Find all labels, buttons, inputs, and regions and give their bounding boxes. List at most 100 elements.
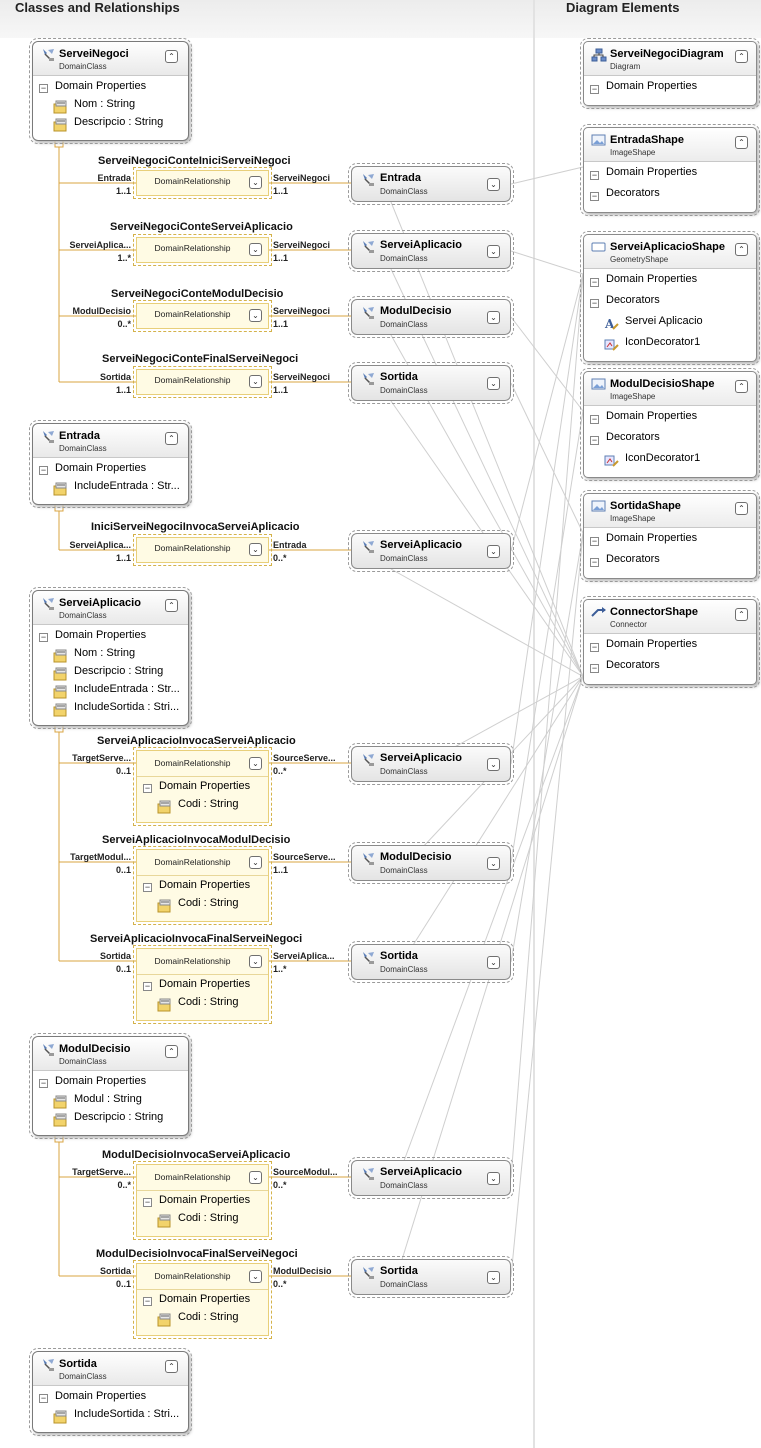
collapse-section-icon[interactable]: − <box>590 84 599 94</box>
collapse-toggle[interactable]: ⌃ <box>165 1045 178 1058</box>
decorators-section[interactable]: −Decorators <box>584 431 756 452</box>
domain-properties-section[interactable]: −Domain Properties <box>584 638 756 659</box>
expand-toggle[interactable]: ⌄ <box>487 956 500 969</box>
domain-properties-section[interactable]: −Domain Properties <box>584 410 756 431</box>
collapse-section-icon[interactable]: − <box>590 536 599 546</box>
expand-toggle[interactable]: ⌄ <box>249 955 262 968</box>
expand-toggle[interactable]: ⌄ <box>487 311 500 324</box>
decorator-item[interactable]: IconDecorator1 <box>584 452 756 473</box>
domain-property[interactable]: IncludeEntrada : Str... <box>33 683 188 701</box>
expand-toggle[interactable]: ⌄ <box>249 856 262 869</box>
collapse-toggle[interactable]: ⌃ <box>735 243 748 256</box>
expand-toggle[interactable]: ⌄ <box>487 857 500 870</box>
collapse-section-icon[interactable]: − <box>39 1078 48 1088</box>
expand-toggle[interactable]: ⌄ <box>487 178 500 191</box>
collapse-toggle[interactable]: ⌃ <box>165 599 178 612</box>
collapse-section-icon[interactable]: − <box>143 1197 152 1207</box>
domain-property[interactable]: Descripcio : String <box>33 665 188 683</box>
domain-properties-section[interactable]: −Domain Properties <box>33 629 188 647</box>
expand-toggle[interactable]: ⌄ <box>487 377 500 390</box>
collapse-toggle[interactable]: ⌃ <box>735 136 748 149</box>
domain-properties-section[interactable]: −Domain Properties <box>33 1390 188 1408</box>
domain-properties-section[interactable]: −Domain Properties <box>33 1075 188 1093</box>
collapse-section-icon[interactable]: − <box>590 663 599 673</box>
domain-property[interactable]: Codi : String <box>137 897 268 915</box>
expand-toggle[interactable]: ⌄ <box>249 176 262 189</box>
domain-property[interactable]: Codi : String <box>137 798 268 816</box>
collapse-toggle[interactable]: ⌃ <box>735 380 748 393</box>
decorators-section[interactable]: −Decorators <box>584 659 756 680</box>
expand-toggle[interactable]: ⌄ <box>487 545 500 558</box>
domain-property[interactable]: IncludeSortida : Stri... <box>33 1408 188 1426</box>
domain-property[interactable]: Nom : String <box>33 647 188 665</box>
collapse-toggle[interactable]: ⌃ <box>735 50 748 63</box>
decorator-item[interactable]: IconDecorator1 <box>584 336 756 357</box>
collapse-toggle[interactable]: ⌃ <box>735 502 748 515</box>
collapse-section-icon[interactable]: − <box>590 435 599 445</box>
domain-property[interactable]: Codi : String <box>137 996 268 1014</box>
domain-relationship-box[interactable]: DomainRelationship⌄ <box>133 534 272 566</box>
domain-property[interactable]: Codi : String <box>137 1311 268 1329</box>
expand-toggle[interactable]: ⌄ <box>249 1171 262 1184</box>
collapse-section-icon[interactable]: − <box>590 557 599 567</box>
collapse-toggle[interactable]: ⌃ <box>165 1360 178 1373</box>
domain-property[interactable]: IncludeSortida : Stri... <box>33 701 188 719</box>
collapse-section-icon[interactable]: − <box>590 414 599 424</box>
expand-toggle[interactable]: ⌄ <box>487 1271 500 1284</box>
expand-toggle[interactable]: ⌄ <box>249 309 262 322</box>
expand-toggle[interactable]: ⌄ <box>249 543 262 556</box>
domain-properties-section[interactable]: −Domain Properties <box>33 462 188 480</box>
domain-property[interactable]: IncludeEntrada : Str... <box>33 480 188 498</box>
domain-properties-section[interactable]: −Domain Properties <box>137 1293 268 1311</box>
collapse-section-icon[interactable]: − <box>143 882 152 892</box>
expand-toggle[interactable]: ⌄ <box>249 757 262 770</box>
collapse-section-icon[interactable]: − <box>590 191 599 201</box>
collapse-section-icon[interactable]: − <box>143 783 152 793</box>
domain-relationship-box[interactable]: DomainRelationship⌄ <box>133 300 272 332</box>
collapse-toggle[interactable]: ⌃ <box>165 432 178 445</box>
domain-properties-section[interactable]: −Domain Properties <box>137 879 268 897</box>
domain-property[interactable]: Descripcio : String <box>33 116 188 134</box>
decorators-section[interactable]: −Decorators <box>584 294 756 315</box>
domain-properties-section[interactable]: −Domain Properties <box>584 166 756 187</box>
expand-toggle[interactable]: ⌄ <box>487 758 500 771</box>
domain-property[interactable]: Nom : String <box>33 98 188 116</box>
collapse-section-icon[interactable]: − <box>590 642 599 652</box>
domain-properties-section[interactable]: −Domain Properties <box>584 273 756 294</box>
collapse-section-icon[interactable]: − <box>39 632 48 642</box>
collapse-toggle[interactable]: ⌃ <box>735 608 748 621</box>
domain-properties-section[interactable]: −Domain Properties <box>137 780 268 798</box>
domain-relationship-box[interactable]: DomainRelationship⌄ <box>133 167 272 199</box>
expand-toggle[interactable]: ⌄ <box>487 1172 500 1185</box>
domain-properties-section[interactable]: −Domain Properties <box>33 80 188 98</box>
domain-property[interactable]: Descripcio : String <box>33 1111 188 1129</box>
collapse-section-icon[interactable]: − <box>143 1296 152 1306</box>
domain-properties-section[interactable]: −Domain Properties <box>137 978 268 996</box>
domain-properties-section[interactable]: −Domain Properties <box>584 532 756 553</box>
domain-property[interactable]: Modul : String <box>33 1093 188 1111</box>
collapse-section-icon[interactable]: − <box>39 83 48 93</box>
collapse-section-icon[interactable]: − <box>590 170 599 180</box>
